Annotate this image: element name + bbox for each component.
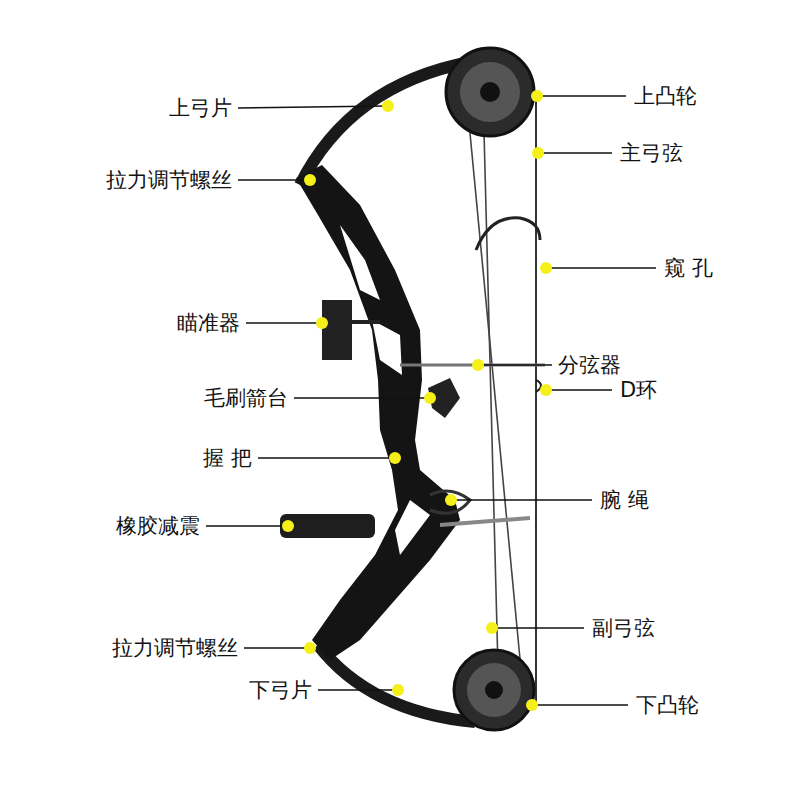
part-label: 毛刷箭台	[204, 385, 288, 411]
part-label: 腕 绳	[600, 487, 649, 513]
upper-limb	[300, 62, 470, 185]
part-label: D环	[620, 377, 657, 403]
part-label: 瞄准器	[177, 310, 240, 336]
part-label: 拉力调节螺丝	[106, 167, 232, 193]
peep-tube	[476, 218, 540, 250]
part-label: 握 把	[203, 445, 252, 471]
lower-cam	[454, 650, 534, 730]
marker-dots	[282, 90, 552, 711]
sight-bar	[352, 320, 380, 324]
upper-cam-hub	[460, 62, 520, 122]
arrow-rod	[440, 518, 530, 525]
part-label: 拉力调节螺丝	[112, 635, 238, 661]
part-label: 下弓片	[249, 677, 312, 703]
upper-cam-axle	[480, 82, 500, 102]
part-label: 窥 孔	[664, 255, 713, 281]
wrist-sling	[430, 491, 470, 513]
stabilizer	[280, 514, 375, 538]
upper-cam	[446, 48, 534, 136]
riser	[296, 165, 460, 660]
cable	[484, 132, 498, 668]
part-label: 上凸轮	[634, 83, 697, 109]
part-label: 橡胶减震	[116, 513, 200, 539]
lower-cam-hub	[467, 663, 521, 717]
riser-cutout	[340, 225, 430, 555]
part-label: 上弓片	[169, 95, 232, 121]
lower-limb	[318, 645, 475, 722]
part-label: 下凸轮	[636, 692, 699, 718]
part-label: 副弓弦	[592, 615, 655, 641]
part-label: 分弦器	[558, 352, 621, 378]
main-string	[535, 95, 537, 705]
part-label: 主弓弦	[620, 140, 683, 166]
sight	[322, 300, 352, 360]
cable	[468, 112, 522, 680]
lower-cam-axle	[485, 681, 503, 699]
